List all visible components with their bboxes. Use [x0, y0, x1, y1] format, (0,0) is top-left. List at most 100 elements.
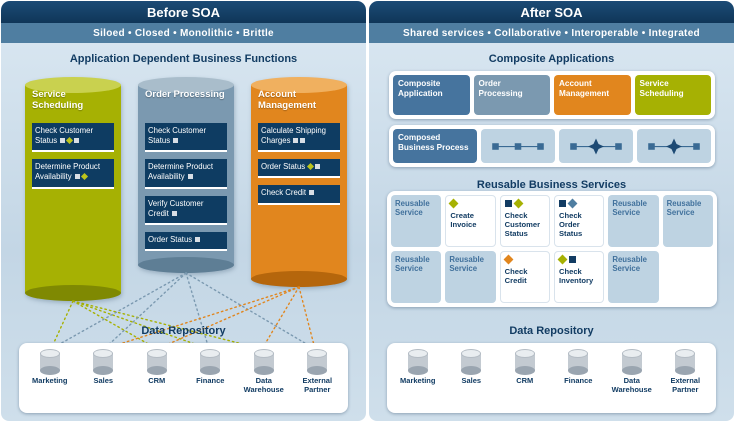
reusable-service-box: Reusable Service	[662, 195, 713, 247]
named-service-box: Create Invoice	[445, 195, 496, 247]
flow-step-square	[693, 142, 700, 150]
database-cylinder-icon	[407, 349, 428, 375]
diamond-icon	[66, 137, 74, 145]
database-label: Finance	[196, 376, 225, 385]
silo-function-label: Determine Product Availability	[35, 162, 101, 182]
cylinder-mid	[251, 85, 347, 279]
service-icons	[557, 254, 599, 266]
silo-title: Order Processing	[145, 89, 225, 100]
square-icon	[309, 190, 315, 196]
flow-decision-star	[666, 138, 682, 154]
silo-function-icons	[292, 136, 306, 145]
service-label: Reusable Service	[612, 199, 647, 218]
connector-line	[298, 286, 316, 350]
repo-cell: Sales	[77, 349, 131, 410]
silo-function-item: Order Status	[258, 159, 340, 179]
diamond-icon	[567, 198, 578, 209]
workflow-box	[637, 129, 711, 163]
database-cylinder-part	[407, 366, 428, 375]
before-soa-subtitle: Siloed • Closed • Monolithic • Brittle	[1, 23, 366, 43]
flow-step-square	[615, 142, 622, 150]
silo-function-item: Check Customer Status	[145, 123, 227, 153]
service-icons	[504, 198, 545, 210]
silo-function-icons	[194, 235, 201, 244]
database-cylinder-part	[621, 349, 642, 358]
database-cylinder-icon	[39, 349, 60, 375]
repo-cell: Data Warehouse	[605, 349, 659, 410]
database-cylinder-part	[675, 349, 696, 358]
silo-function-item: Verify Customer Credit	[145, 195, 227, 225]
database-cylinder-part	[568, 349, 589, 358]
diamond-icon	[448, 198, 459, 209]
silo-function-label: Order Status	[261, 162, 306, 172]
flow-step-square	[492, 142, 499, 150]
diamond-icon	[503, 254, 514, 265]
repo-cell: Finance	[184, 349, 238, 410]
database-label: Sales	[93, 376, 114, 385]
workflow-box	[559, 129, 633, 163]
workflow-icon	[492, 142, 544, 150]
cylinder-top	[25, 77, 121, 93]
database-cylinder-part	[307, 349, 328, 358]
database-label: Marketing	[32, 376, 68, 385]
after-soa-body: Composite Applications Composite Applica…	[369, 43, 734, 421]
database-label: Data Warehouse	[243, 376, 284, 394]
composed-process-row: Composed Business Process	[389, 125, 715, 167]
composite-applications-title: Composite Applications	[488, 53, 615, 65]
database-cylinder-part	[253, 349, 274, 358]
database-label: Sales	[461, 376, 482, 385]
named-service-box: Check Inventory	[553, 251, 605, 303]
square-icon	[568, 256, 576, 263]
database-cylinder-part	[253, 366, 274, 375]
database-cylinder-part	[461, 366, 482, 375]
connector-line	[185, 272, 210, 350]
service-label: Reusable Service	[395, 255, 430, 274]
service-label: Check Credit	[504, 267, 528, 286]
database-cylinder-icon	[675, 349, 696, 375]
silo-function-icons	[307, 162, 321, 171]
diamond-icon	[307, 163, 315, 171]
before-soa-header: Before SOA	[1, 1, 366, 23]
right-data-repository-title: Data Repository	[509, 325, 594, 337]
database-cylinder-icon	[200, 349, 221, 375]
diamond-icon	[557, 254, 568, 265]
repo-cell: Sales	[445, 349, 499, 410]
service-icons	[503, 254, 545, 266]
database-cylinder-part	[39, 349, 60, 358]
workflow-icon	[648, 138, 700, 154]
database-cylinder-part	[307, 366, 328, 375]
composite-app-box: Order Processing	[473, 75, 550, 115]
cylinder-mid	[25, 85, 121, 293]
database-cylinder-part	[93, 366, 114, 375]
database-label: Finance	[564, 376, 593, 385]
silo-function-icons	[172, 136, 179, 145]
database-cylinder-part	[200, 366, 221, 375]
silo-function-label: Determine Product Availability	[148, 162, 214, 182]
connector-line	[156, 286, 300, 350]
diamond-icon	[80, 173, 88, 181]
square-icon	[60, 138, 66, 144]
cylinder-bot	[138, 257, 234, 273]
database-label: CRM	[516, 376, 534, 385]
repo-cell: Finance	[552, 349, 606, 410]
square-icon	[504, 200, 512, 207]
reusable-services-title: Reusable Business Services	[476, 179, 627, 191]
silo-function-icons	[171, 209, 178, 218]
silo-title: Account Management	[258, 89, 317, 112]
square-icon	[315, 164, 321, 170]
database-cylinder-icon	[307, 349, 328, 375]
repo-cell: CRM	[498, 349, 552, 410]
flow-decision-star	[588, 138, 604, 154]
square-icon	[558, 200, 566, 207]
silo-function-label: Check Credit	[261, 188, 307, 198]
database-label: Data Warehouse	[611, 376, 652, 394]
connector-line	[103, 286, 300, 350]
silo-title: Service Scheduling	[32, 89, 84, 112]
service-label: Reusable Service	[395, 199, 430, 218]
square-icon	[171, 210, 177, 216]
database-cylinder-part	[407, 349, 428, 358]
